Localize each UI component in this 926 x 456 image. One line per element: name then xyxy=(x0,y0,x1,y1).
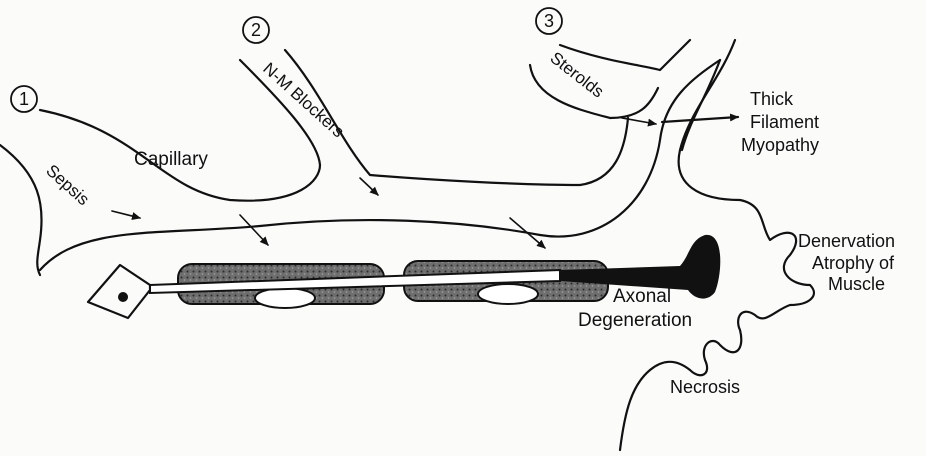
capillary-left-branch-lower xyxy=(0,145,42,275)
arrow-capillary-down-left xyxy=(240,215,268,245)
label-capillary: Capillary xyxy=(134,149,208,170)
marker-2-number: 2 xyxy=(251,20,261,40)
arrow-nm-blockers xyxy=(360,178,378,195)
label-muscle: Muscle xyxy=(828,274,885,294)
label-axonal: Axonal xyxy=(613,286,671,307)
schwann-nucleus-left xyxy=(255,288,315,308)
neuron-cell-body xyxy=(88,265,150,318)
label-degeneration: Degeneration xyxy=(578,310,692,331)
label-thick: Thick xyxy=(750,89,794,109)
arrow-thick-filament xyxy=(662,117,738,122)
arrow-sepsis xyxy=(112,211,140,218)
arrow-capillary-down-right xyxy=(510,218,545,248)
label-sepsis: Sepsis xyxy=(42,161,93,209)
neuron-nucleus xyxy=(118,292,128,302)
label-myopathy: Myopathy xyxy=(741,135,819,155)
marker-1-number: 1 xyxy=(19,89,29,109)
label-filament: Filament xyxy=(750,112,819,132)
label-necrosis: Necrosis xyxy=(670,377,740,397)
label-denervation: Denervation xyxy=(798,231,895,251)
label-atrophy-of: Atrophy of xyxy=(812,253,895,273)
schwann-nucleus-right xyxy=(478,284,538,304)
marker-3-number: 3 xyxy=(544,11,554,31)
